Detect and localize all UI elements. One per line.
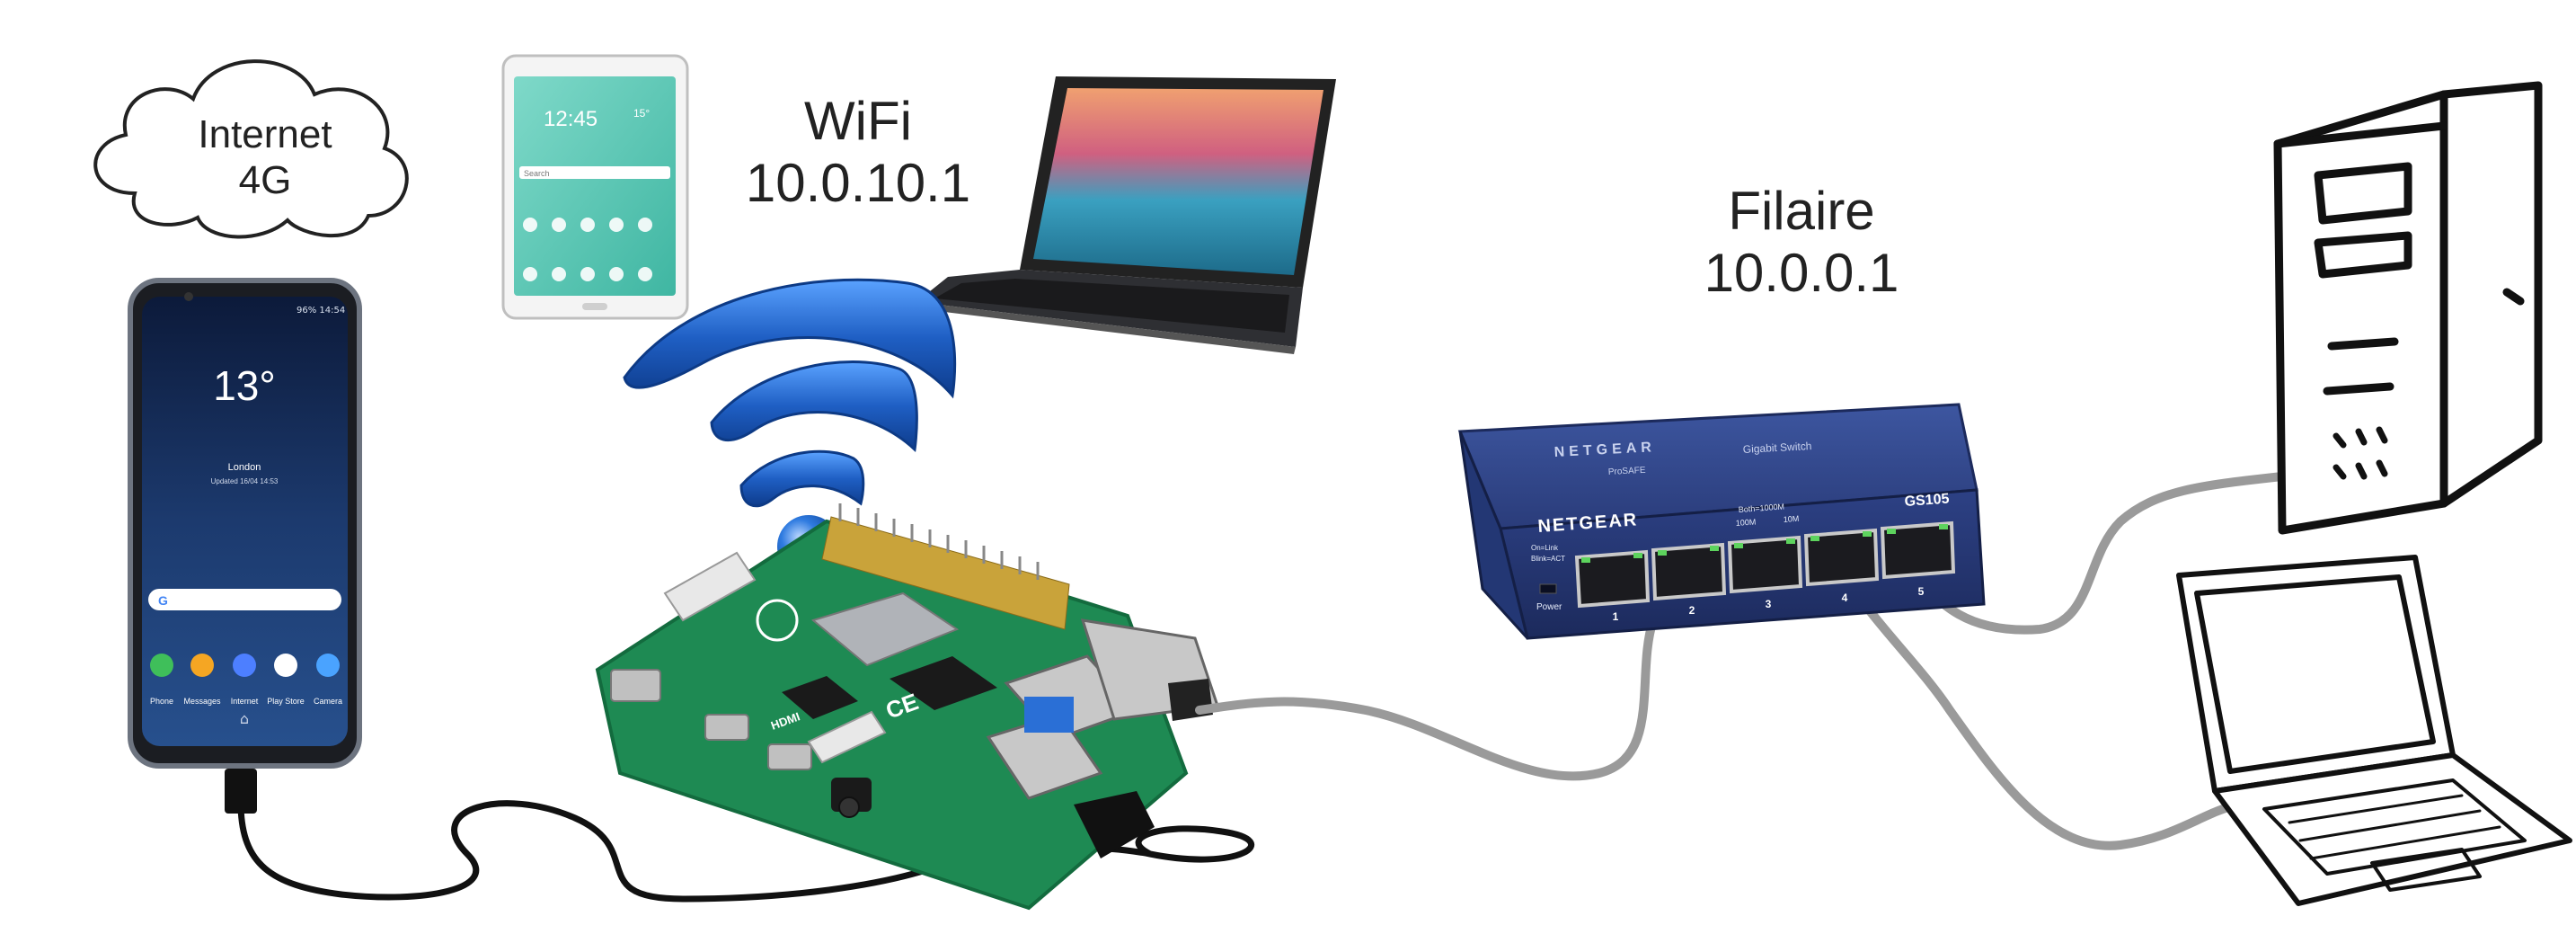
usb-power-cable bbox=[237, 800, 1255, 903]
desktop-tower-icon bbox=[2273, 81, 2543, 535]
wired-laptop-icon bbox=[2176, 555, 2572, 906]
switch-top-brand: NETGEAR bbox=[1554, 440, 1656, 460]
switch-led-legend-100: 100M bbox=[1735, 517, 1756, 528]
switch-port-number: 1 bbox=[1613, 610, 1619, 623]
switch-top-sub: ProSAFE bbox=[1608, 466, 1647, 477]
switch-led-legend-act: Blink=ACT bbox=[1531, 555, 1565, 563]
ethernet-switch bbox=[1457, 403, 1986, 640]
phone-app-label: Phone bbox=[150, 697, 173, 706]
svg-text:⌂: ⌂ bbox=[240, 710, 249, 727]
phone-clock-text: 13° bbox=[213, 362, 276, 409]
internet-label-line1: Internet bbox=[198, 112, 332, 156]
phone-status-text: 96% 14:54 bbox=[297, 306, 345, 316]
phone-updated-text: Updated 16/04 14:53 bbox=[211, 477, 279, 485]
switch-port-4 bbox=[1803, 528, 1880, 587]
switch-port-number: 3 bbox=[1766, 598, 1772, 610]
wifi-signal-icon bbox=[623, 278, 957, 578]
switch-led-legend-link: On=Link bbox=[1531, 544, 1559, 552]
wired-address: 10.0.0.1 bbox=[1704, 243, 1899, 303]
switch-power-label: Power bbox=[1536, 602, 1562, 612]
wifi-address: 10.0.10.1 bbox=[745, 153, 971, 213]
wifi-label: WiFi 10.0.10.1 bbox=[719, 90, 997, 214]
switch-led-legend-10: 10M bbox=[1783, 514, 1799, 524]
switch-product-line: Gigabit Switch bbox=[1742, 440, 1811, 456]
switch-led-legend-both: Both=1000M bbox=[1738, 502, 1784, 514]
internet-cloud-icon bbox=[93, 59, 409, 239]
switch-port-3 bbox=[1727, 535, 1803, 594]
switch-port-number: 4 bbox=[1842, 591, 1848, 604]
switch-port-number: 2 bbox=[1689, 604, 1695, 617]
phone-search-hint: G bbox=[158, 593, 168, 608]
smartphone-icon: ⌂ bbox=[128, 278, 362, 769]
switch-port-number: 5 bbox=[1918, 585, 1925, 598]
phone-city-text: London bbox=[228, 462, 261, 473]
internet-label: Internet 4G bbox=[157, 112, 373, 203]
phone-app-label: Play Store bbox=[267, 697, 305, 706]
phone-app-label: Internet bbox=[231, 697, 259, 706]
tablet-clock-text: 12:45 bbox=[544, 107, 598, 131]
tablet-temp-text: 15° bbox=[633, 107, 650, 120]
switch-model: GS105 bbox=[1904, 492, 1950, 510]
wired-label: Filaire 10.0.0.1 bbox=[1662, 180, 1941, 304]
switch-port-2 bbox=[1651, 542, 1727, 601]
tablet-icon bbox=[501, 54, 689, 320]
cable-port-4-to-laptop bbox=[1828, 548, 2242, 850]
phone-app-label: Camera bbox=[314, 697, 342, 706]
tablet-search-text: Search bbox=[524, 169, 550, 178]
wifi-laptop-icon bbox=[915, 76, 1336, 354]
cable-port-5-to-desktop bbox=[1900, 472, 2287, 635]
internet-label-line2: 4G bbox=[238, 157, 292, 202]
phone-app-label: Messages bbox=[183, 697, 221, 706]
wifi-title: WiFi bbox=[804, 91, 912, 151]
switch-port-5 bbox=[1880, 520, 1956, 580]
raspberry-pi-board bbox=[595, 503, 1219, 911]
switch-port-1 bbox=[1574, 549, 1651, 609]
usb-plug-icon bbox=[225, 769, 257, 814]
wired-title: Filaire bbox=[1728, 181, 1875, 241]
